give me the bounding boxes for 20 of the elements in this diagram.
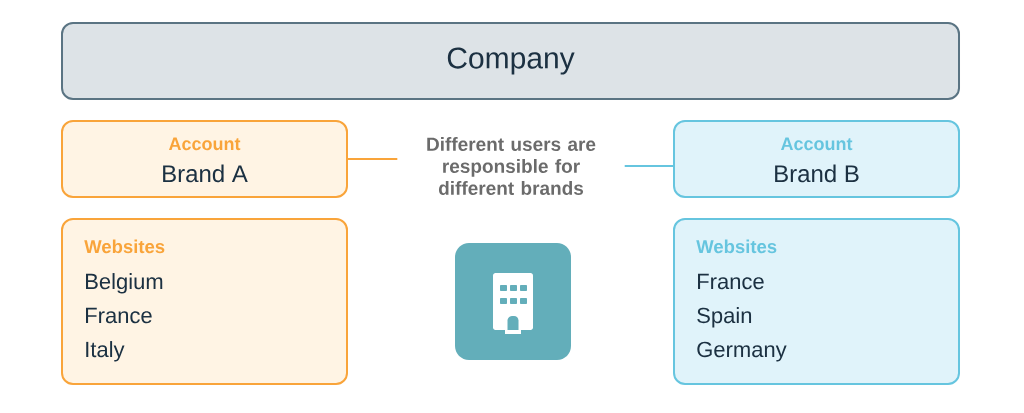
list-item: France — [86, 307, 152, 324]
title-box: Company — [61, 22, 960, 100]
list-item: France — [698, 273, 764, 290]
note-text: Different users are responsible for different brands — [427, 137, 596, 195]
connector-line — [623, 165, 674, 167]
box-title: Brand B — [775, 164, 859, 183]
box-heading: Account — [780, 137, 853, 151]
account-box — [673, 120, 960, 198]
box-heading: Account — [168, 137, 241, 151]
list-box — [61, 218, 348, 385]
box-title: Brand A — [163, 164, 248, 183]
list-item: Spain — [697, 307, 752, 328]
list-item: Germany — [697, 341, 787, 362]
list-heading: Websites — [84, 239, 165, 254]
list-item: Italy — [86, 341, 125, 362]
list-box — [673, 218, 960, 385]
connector-line — [347, 158, 399, 160]
account-box — [61, 120, 348, 198]
list-heading: Websites — [696, 239, 777, 254]
list-item: Belgium — [86, 273, 163, 294]
